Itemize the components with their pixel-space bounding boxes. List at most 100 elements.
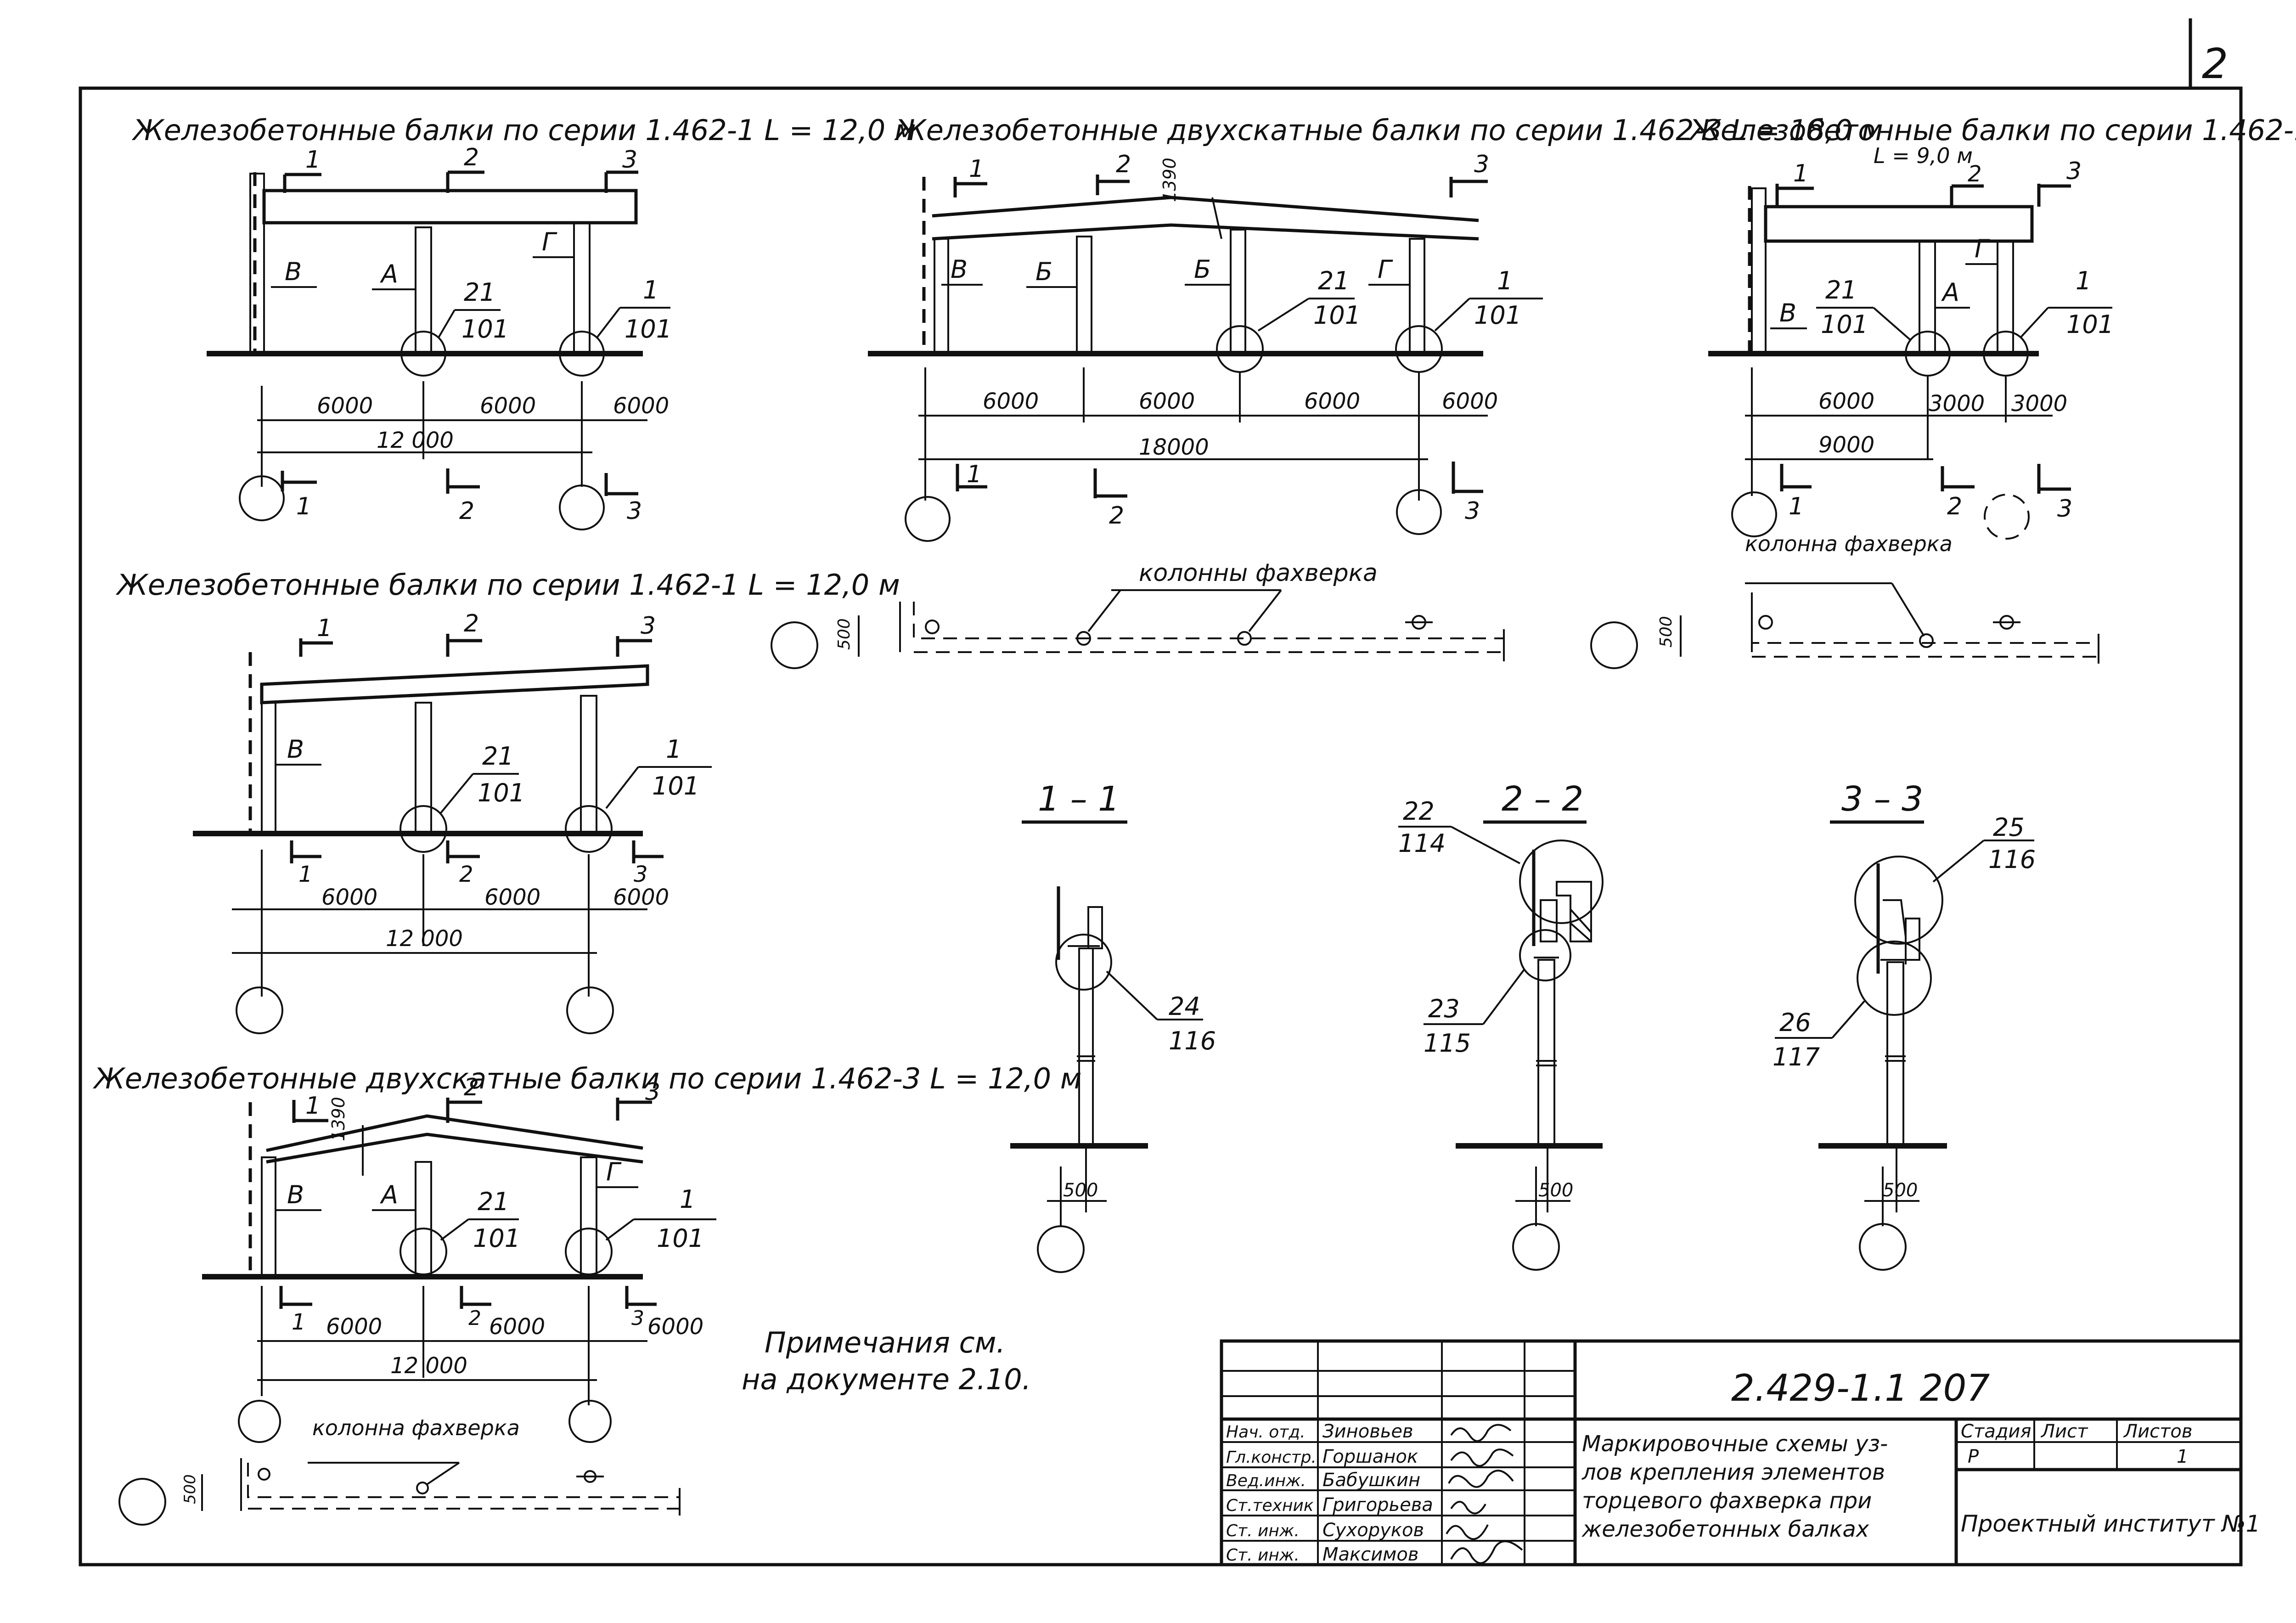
node-circle [1983, 331, 2029, 377]
section-num: 3 [641, 612, 656, 640]
section-num: 3 [631, 1307, 644, 1330]
section-num: 1 [969, 155, 984, 183]
axis-bubble [1590, 621, 1638, 669]
leader [1891, 582, 1925, 637]
sheets-header: Листов [2123, 1421, 2192, 1442]
node-sheet: 116 [1169, 1026, 1216, 1055]
facade-column [1076, 631, 1091, 646]
facade-label: колонна фахверка [312, 1415, 520, 1440]
leader [1087, 589, 1121, 632]
staff-name: Зиновьев [1322, 1421, 1413, 1442]
description-line: Маркировочные схемы уз- [1582, 1431, 1888, 1457]
signature [1450, 1448, 1514, 1467]
institute-name: Проектный институт №1 [1961, 1510, 2260, 1537]
document-code: 2.429-1.1 207 [1731, 1367, 1990, 1409]
column-mark: Г [1378, 255, 1393, 284]
wall-line [247, 1463, 680, 1498]
section-num: 1 [1789, 493, 1804, 520]
section-num: 3 [634, 862, 648, 887]
facade-post [1087, 906, 1103, 949]
axis-bubble [559, 485, 605, 530]
section-num: 2 [1947, 493, 1962, 520]
node-circle [1519, 840, 1604, 924]
axis-bubble [568, 1400, 612, 1443]
section-1-1: 1 – 1 24 116 500 [1010, 779, 1216, 1273]
axis-bubble [236, 986, 283, 1034]
section-num: 3 [622, 146, 637, 174]
height-mark: 1390 [1159, 158, 1180, 202]
leader [440, 773, 474, 814]
span-dim: 6000 [613, 885, 669, 910]
node-circle [1395, 325, 1443, 373]
leader [438, 309, 456, 338]
drawing-frame [79, 86, 2243, 1567]
stage-value: Р [1968, 1446, 1979, 1467]
span-dim: 6000 [317, 393, 373, 419]
span-dim: 6000 [480, 393, 536, 419]
section-num: 3 [627, 497, 642, 525]
node-sheet: 101 [1313, 301, 1361, 330]
description-line: железобетонных балках [1581, 1516, 1869, 1542]
leader [605, 1218, 635, 1241]
span-dim: 6000 [489, 1314, 545, 1340]
stage-header: Стадия [1961, 1421, 2031, 1442]
column-a [1919, 240, 1936, 355]
column-b [1076, 236, 1092, 355]
title-block: 2.429-1.1 207 Маркировочные схемы уз- ло… [1220, 1339, 2260, 1567]
node-num: 1 [2076, 266, 2091, 295]
scheme-3: Железобетонные балки по серии 1.462-10 L… [1590, 113, 2296, 669]
leader [426, 1462, 460, 1485]
leader [1932, 840, 1985, 883]
axis-bubble [1037, 1225, 1085, 1273]
offset-dim: 500 [835, 618, 854, 650]
leader [440, 1218, 469, 1241]
node-circle [400, 1228, 447, 1275]
span-dim: 6000 [1442, 389, 1498, 414]
node-sheet: 101 [652, 772, 699, 800]
column-v [934, 238, 949, 355]
leader [1248, 589, 1282, 632]
title-block-frame [1220, 1339, 2243, 1567]
node-sheet: 101 [1821, 310, 1868, 339]
staff-role: Ст. инж. [1226, 1522, 1300, 1540]
span-dim: 3000 [1929, 391, 1985, 417]
scheme-title: Железобетонные двухскатные балки по сери… [92, 1062, 1082, 1095]
span-dim: 6000 [326, 1314, 382, 1340]
column-mark: В [1779, 299, 1796, 327]
section-num: 3 [645, 1078, 660, 1106]
sheets-value: 1 [2177, 1446, 2188, 1467]
section-num: 2 [459, 862, 473, 887]
staff-name: Сухоруков [1322, 1520, 1424, 1541]
section-num: 1 [967, 461, 982, 488]
total-dim: 12 000 [386, 926, 463, 952]
staff-role: Вед.инж. [1226, 1471, 1306, 1490]
node-num: 25 [1993, 813, 2025, 842]
scheme-1: Железобетонные балки по серии 1.462-1 L … [131, 113, 916, 530]
node-num: 21 [482, 742, 514, 771]
beam [260, 664, 649, 704]
column-b [1230, 229, 1246, 355]
node-circle [1854, 856, 1943, 945]
span-dim: 6000 [1818, 389, 1874, 414]
scheme-2: Железобетонные двухскатные балки по сери… [771, 113, 1883, 669]
leader [1434, 298, 1470, 332]
scheme-title: Железобетонные двухскатные балки по сери… [894, 113, 1883, 147]
staff-role: Нач. отд. [1226, 1423, 1306, 1442]
hatch [1570, 908, 1592, 933]
offset-dim: 500 [1657, 616, 1676, 648]
dim-line [1211, 197, 1222, 239]
node-sheet: 101 [478, 778, 525, 807]
node-num: 21 [1318, 266, 1350, 295]
node-num: 24 [1169, 992, 1200, 1021]
leader [1482, 968, 1525, 1025]
sheet-header: Лист [2040, 1421, 2088, 1442]
node-circle [1519, 929, 1571, 981]
beam [262, 189, 638, 225]
column-mark: Б [1194, 255, 1211, 284]
page-mark: 2 [2202, 40, 2228, 88]
leader [1831, 1000, 1865, 1039]
leader [596, 307, 621, 338]
column-g [1997, 240, 2014, 355]
section-num: 3 [1474, 151, 1489, 178]
